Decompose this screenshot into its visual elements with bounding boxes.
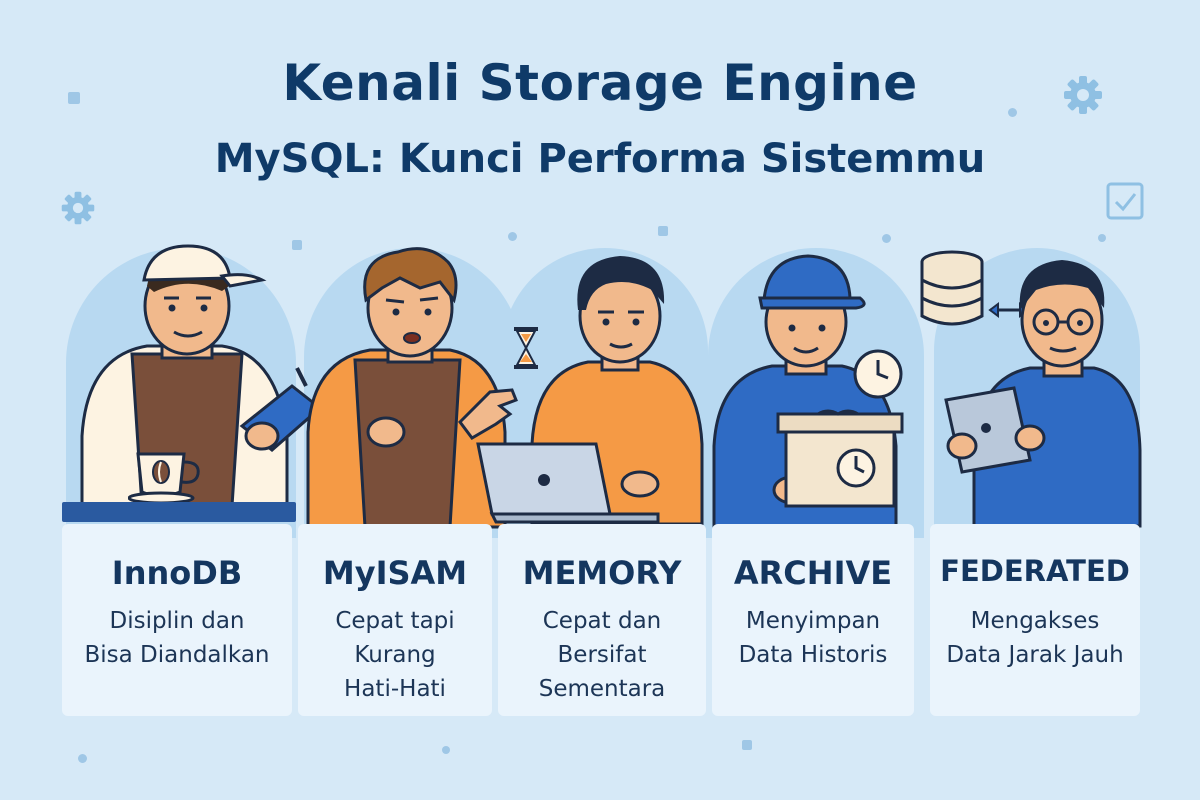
page-title: Kenali Storage Engine [282, 54, 918, 112]
archive-box-icon [776, 409, 904, 508]
engine-description: Mengakses Data Jarak Jauh [946, 608, 1124, 668]
engine-card-federated: FEDERATED Mengakses Data Jarak Jauh [930, 524, 1140, 716]
gear-icon [1064, 76, 1102, 114]
decor-dot [442, 746, 450, 754]
decor-dot [508, 232, 517, 241]
engine-description: Cepat tapi Kurang Hati-Hati [335, 608, 455, 702]
engine-card-memory: MEMORY Cepat dan Bersifat Sementara [498, 524, 706, 716]
page-subtitle: MySQL: Kunci Performa Sistemmu [214, 136, 986, 182]
engine-name: MEMORY [522, 554, 682, 592]
decor-dot [78, 754, 87, 763]
decor-dot [882, 234, 891, 243]
decor-dot [1008, 108, 1017, 117]
manager-illustration [944, 260, 1142, 528]
remote-database-icon [920, 250, 1030, 326]
decor-square [658, 226, 668, 236]
hourglass-icon [514, 327, 538, 369]
engine-name: FEDERATED [940, 554, 1130, 588]
engine-description: Cepat dan Bersifat Sementara [538, 608, 666, 702]
decor-square [292, 240, 302, 250]
engine-name: InnoDB [111, 554, 243, 592]
cafe-counter [62, 502, 296, 522]
engine-card-myisam: MyISAM Cepat tapi Kurang Hati-Hati [298, 524, 492, 716]
waiter-icon [306, 247, 518, 529]
checkbox-icon [1106, 182, 1144, 220]
laptop-icon [476, 442, 660, 524]
decor-square [68, 92, 80, 104]
clock-icon [853, 349, 903, 399]
decor-dot [1098, 234, 1106, 242]
engine-name: ARCHIVE [733, 554, 893, 592]
coffee-cup-icon [128, 452, 200, 504]
engine-description: Menyimpan Data Historis [738, 608, 888, 668]
engine-card-archive: ARCHIVE Menyimpan Data Historis [712, 524, 914, 716]
engine-name: MyISAM [322, 554, 468, 592]
decor-square [742, 740, 752, 750]
engine-card-innodb: InnoDB Disiplin dan Bisa Diandalkan [62, 524, 292, 716]
gear-icon [61, 191, 95, 225]
engine-description: Disiplin dan Bisa Diandalkan [84, 608, 270, 668]
